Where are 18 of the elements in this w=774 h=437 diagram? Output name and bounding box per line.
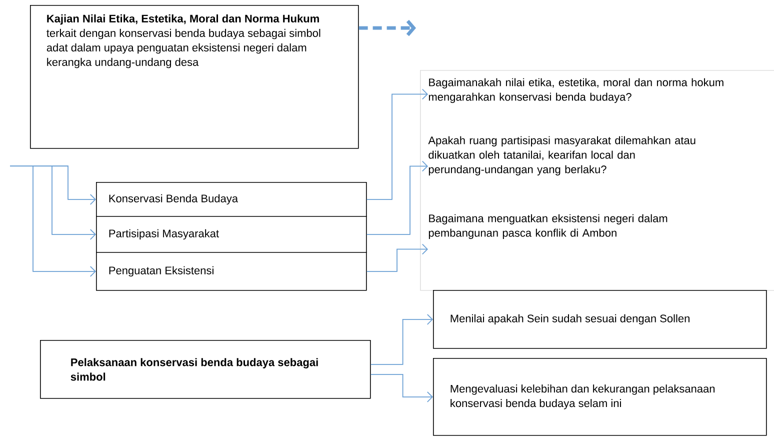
- arrow: [370, 314, 433, 365]
- question-text: Bagaimanakah nilai etika, estetika, moral dan norma hokum mengarahkan konservasi benda budaya?: [428, 78, 724, 103]
- arrow: [366, 88, 428, 200]
- question-text: Apakah ruang partisipasi masyarakat dilemahkan atau dikuatkan oleh tatanilai, kearifan local dan perundang-undangan yang berlaku?: [428, 136, 696, 176]
- topic-box: Partisipasi Masyarakat: [96, 216, 367, 253]
- text-box: Kajian Nilai Etika, Estetika, Moral dan Norma Hukum terkait dengan konservasi benda budaya sebagai simbol adat dalam upaya penguatan eksistensi negeri dalam kerangka undang-undang desa: [30, 5, 359, 149]
- text-box: Menilai apakah Sein sudah sesuai dengan Sollen: [433, 290, 767, 349]
- arrow: [366, 244, 428, 272]
- question-panel: [420, 70, 774, 291]
- arrow: [358, 20, 416, 36]
- topic-box: Konservasi Benda Budaya: [96, 182, 367, 217]
- arrow: [366, 160, 428, 235]
- topic-box: Penguatan Eksistensi: [96, 252, 367, 291]
- text-box: Mengevaluasi kelebihan dan kekurangan pelaksanaan konservasi benda budaya selam ini: [433, 358, 767, 436]
- text-box: Pelaksanaan konservasi benda budaya sebagai simbol: [40, 340, 371, 399]
- arrow: [370, 374, 433, 402]
- arrow: [10, 166, 96, 277]
- question-text: Bagaimana menguatkan eksistensi negeri dalam pembangunan pasca konflik di Ambon: [428, 214, 668, 239]
